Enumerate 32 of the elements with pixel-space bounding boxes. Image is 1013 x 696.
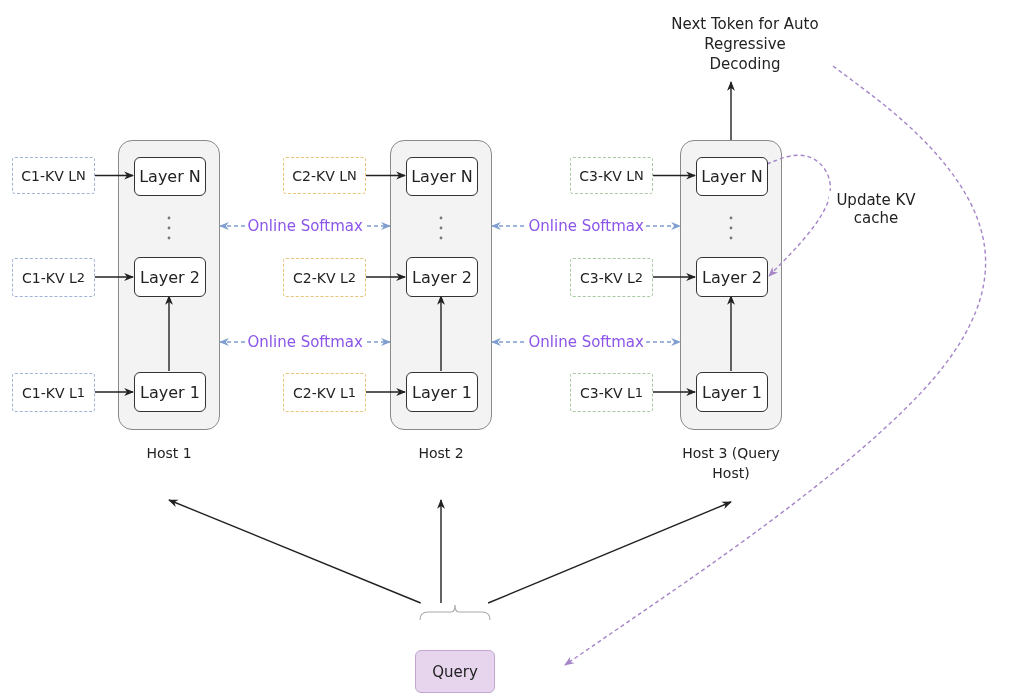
arrow xyxy=(94,171,134,180)
arrow xyxy=(766,154,831,277)
arrow xyxy=(94,273,134,281)
arrow xyxy=(487,501,732,604)
arrow xyxy=(727,81,735,141)
arrow xyxy=(437,295,445,372)
query-box: Query xyxy=(415,650,495,693)
layer-box: Layer 2 xyxy=(406,257,478,297)
arrow xyxy=(564,65,987,666)
layer-box: Layer 1 xyxy=(696,372,768,412)
host-label: Host 1 xyxy=(145,444,193,463)
output-text: Next Token for Auto Regressive Decoding xyxy=(667,6,823,82)
layer-box: Layer N xyxy=(406,157,478,196)
arrow xyxy=(727,295,735,372)
arrow xyxy=(365,171,406,180)
host-label: Host 2 xyxy=(417,444,465,463)
layer-box: Layer 2 xyxy=(134,257,206,297)
arrow xyxy=(365,388,406,396)
arrow xyxy=(168,499,422,604)
layer-box: Layer N xyxy=(134,157,206,196)
arrow xyxy=(437,499,445,604)
arrow xyxy=(165,295,173,372)
arrow xyxy=(94,388,134,396)
arrow xyxy=(652,388,696,396)
host-label: Host 3 (Query Host) xyxy=(682,444,780,483)
layer-box: Layer 1 xyxy=(406,372,478,412)
layer-box: Layer N xyxy=(696,157,768,196)
layer-box: Layer 2 xyxy=(696,257,768,297)
arrow xyxy=(365,273,406,281)
arrow xyxy=(652,273,696,281)
layer-box: Layer 1 xyxy=(134,372,206,412)
arrow xyxy=(652,171,696,180)
